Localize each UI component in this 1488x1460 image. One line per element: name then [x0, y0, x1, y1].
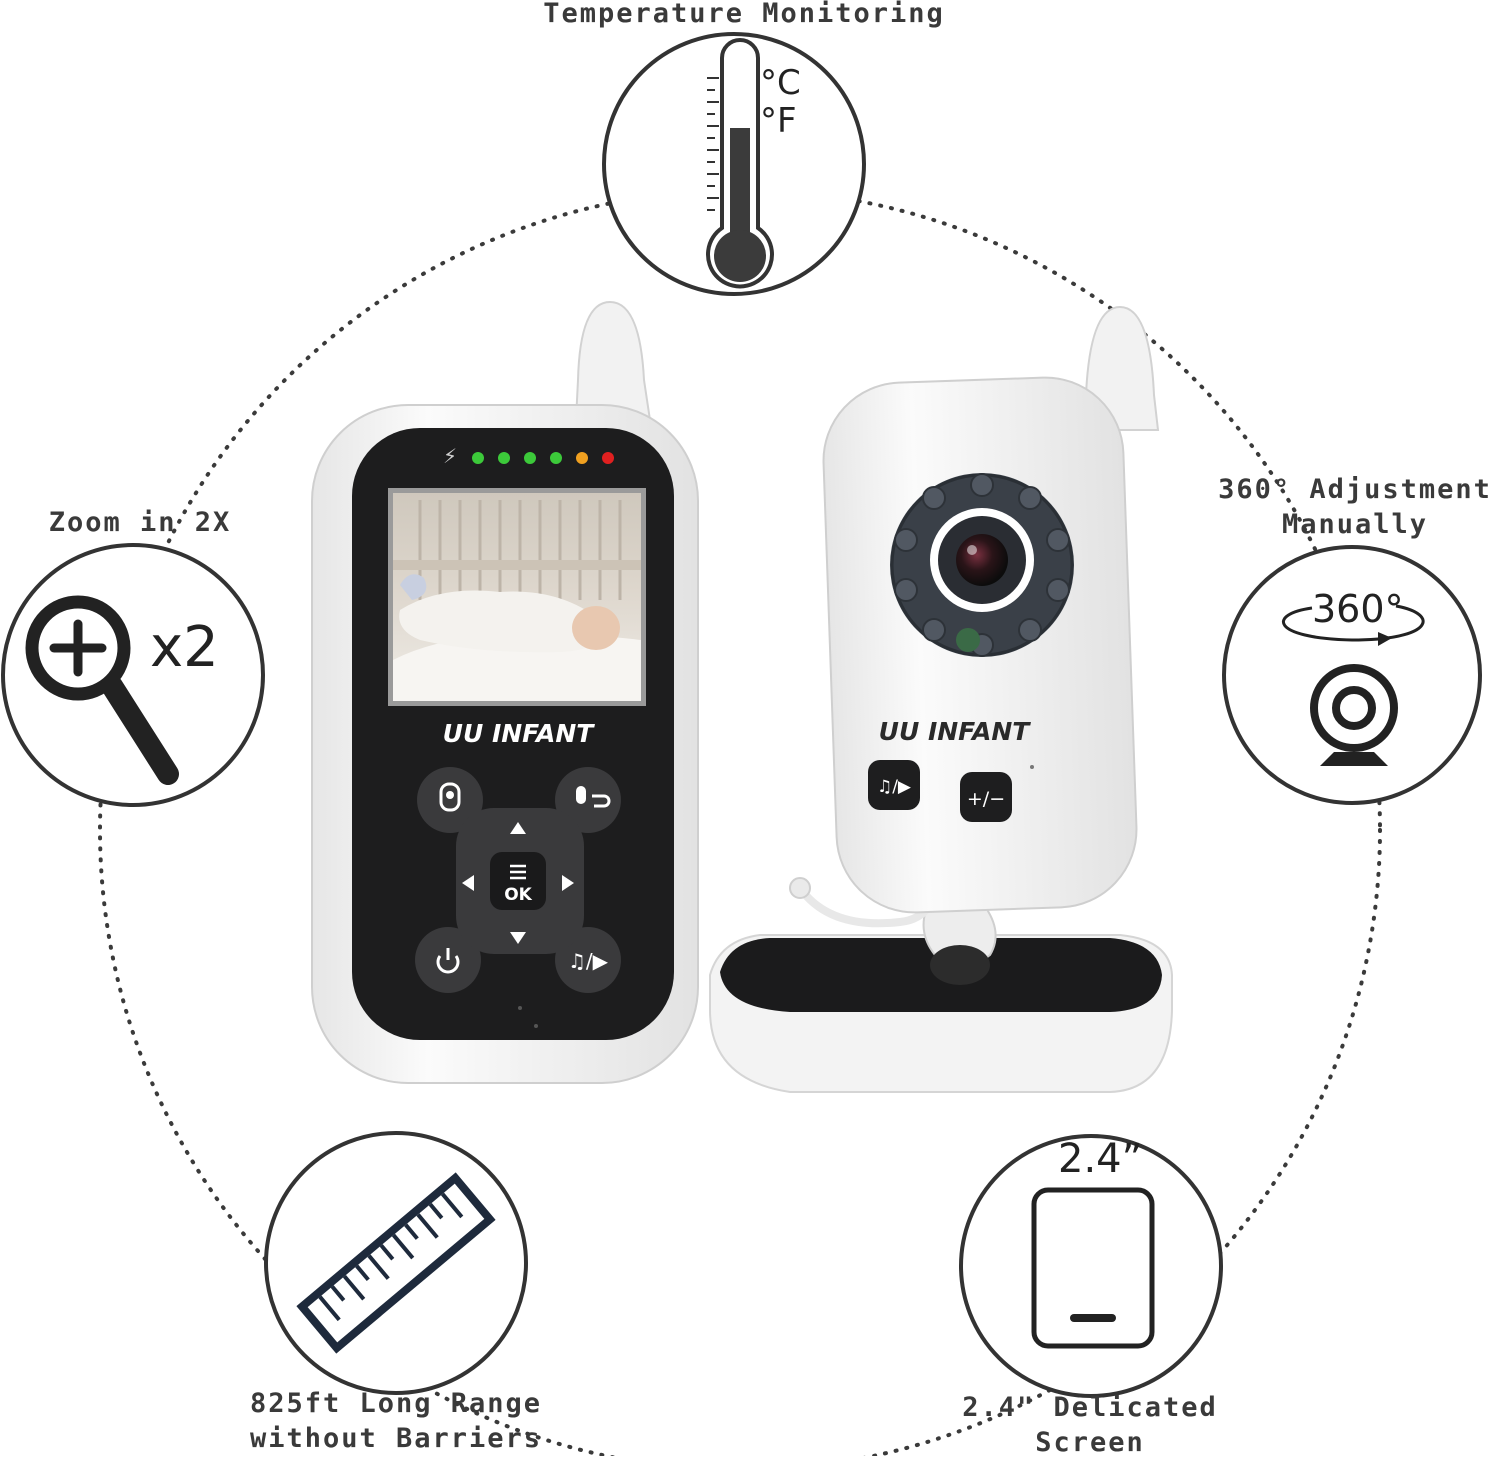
right-arrow-icon[interactable]	[562, 875, 574, 891]
rotate-arrow-icon	[1282, 604, 1425, 646]
status-led	[472, 452, 484, 464]
ruler-icon	[296, 1172, 496, 1354]
parent-monitor: ⚡ UU INFANT	[311, 300, 699, 1084]
music-play-icon: ♫/▶	[568, 949, 609, 973]
adjustment-label-line2: Manually	[1281, 509, 1429, 540]
camera-mic-hole	[1030, 765, 1034, 769]
camera-brand-logo: UU INFANT	[879, 717, 1032, 746]
up-arrow-icon[interactable]	[510, 822, 526, 834]
baby-camera: UU INFANT ♫/▶ +/−	[709, 305, 1173, 1093]
screen-feature-circle: 2.4”	[959, 1134, 1223, 1398]
monitor-antenna	[574, 300, 652, 421]
range-label-line2: without Barriers	[249, 1423, 543, 1454]
monitor-mic-hole	[518, 1006, 522, 1010]
charging-icon: ⚡	[443, 444, 457, 468]
signal-leds	[472, 452, 614, 464]
rotation-degrees-text: 360°	[1312, 587, 1404, 631]
camera-lens	[956, 534, 1008, 586]
status-led	[576, 452, 588, 464]
ok-label: OK	[504, 885, 532, 905]
power-icon	[436, 955, 460, 974]
screen-label-line1: 2.4" Delicated	[962, 1392, 1218, 1423]
screen-device-icon	[1031, 1187, 1155, 1349]
status-led	[524, 452, 536, 464]
left-arrow-icon[interactable]	[462, 875, 474, 891]
baby-video-preview	[393, 493, 641, 701]
status-led	[550, 452, 562, 464]
adjustment-feature-circle: 360°	[1222, 545, 1482, 805]
microphone-icon	[576, 786, 586, 804]
camera-lens-assembly	[890, 473, 1074, 657]
zoom-label-text: Zoom in 2X	[48, 507, 232, 538]
lullaby-play-button[interactable]: ♫/▶	[555, 927, 621, 993]
status-led	[498, 452, 510, 464]
screen-label: 2.4" Delicated Screen	[940, 1390, 1240, 1460]
camera-volume-button[interactable]: +/−	[960, 772, 1012, 822]
monitor-brand-logo: UU INFANT	[443, 719, 596, 748]
range-feature-circle	[264, 1131, 528, 1395]
adjustment-label-line1: 360° Adjustment	[1218, 474, 1488, 505]
power-button[interactable]	[415, 927, 481, 993]
camera-music-label: ♫/▶	[877, 777, 912, 797]
screen-size-text: 2.4”	[1058, 1136, 1142, 1182]
monitor-mic-hole	[534, 1024, 538, 1028]
ok-menu-button[interactable]: OK	[490, 852, 546, 910]
camera-antenna	[1082, 305, 1160, 431]
fahrenheit-text: °F	[760, 101, 797, 141]
temperature-label-text: Temperature Monitoring	[543, 0, 945, 29]
talk-back-button[interactable]	[555, 767, 621, 833]
zoom-feature-circle: x2	[1, 543, 265, 807]
camera-select-button[interactable]	[417, 767, 483, 833]
zoom-label: Zoom in 2X	[10, 505, 270, 540]
adjustment-label: 360° Adjustment Manually	[1210, 472, 1488, 542]
range-label: 825ft Long Range without Barriers	[226, 1386, 566, 1456]
zoom-in-icon	[25, 595, 179, 785]
camera-volume-label: +/−	[967, 788, 1005, 810]
temperature-label: Temperature Monitoring	[494, 0, 994, 31]
screen-label-line2: Screen	[1035, 1427, 1145, 1458]
webcam-icon	[1310, 664, 1398, 766]
range-label-line1: 825ft Long Range	[249, 1388, 543, 1419]
status-led	[602, 452, 614, 464]
camera-icon	[439, 782, 461, 812]
zoom-factor-text: x2	[150, 615, 219, 680]
thermometer-icon	[706, 38, 774, 289]
camera-music-button[interactable]: ♫/▶	[868, 760, 920, 810]
camera-cable	[796, 885, 934, 928]
down-arrow-icon[interactable]	[510, 932, 526, 944]
menu-icon	[510, 864, 526, 880]
temperature-feature-circle: °C °F	[602, 32, 866, 296]
celsius-text: °C	[760, 63, 801, 103]
infrared-led-ring	[894, 473, 1070, 657]
